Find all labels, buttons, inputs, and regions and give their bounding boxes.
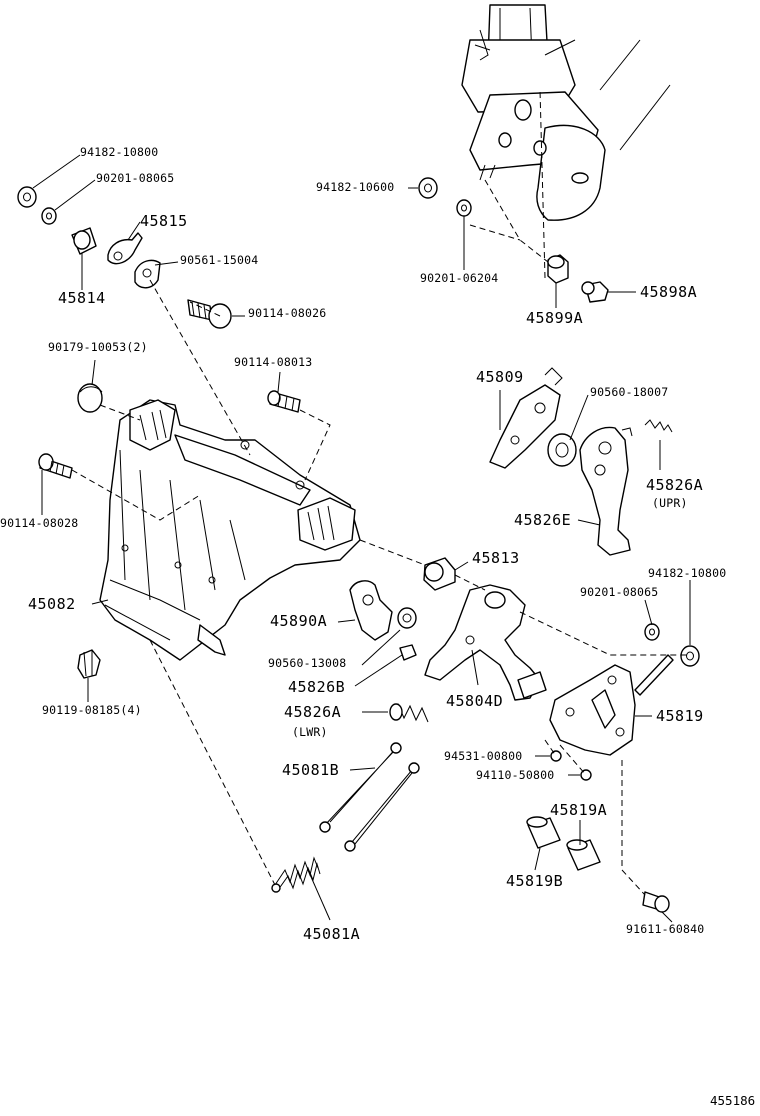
label-upr: (UPR) (652, 496, 688, 510)
main-bracket-drawing (99, 399, 361, 661)
label-90201-08065-right: 90201-08065 (580, 585, 659, 599)
right-parts-drawing (418, 177, 700, 913)
label-45826A-upr: 45826A (646, 476, 704, 494)
label-45819B: 45819B (506, 872, 564, 890)
label-45819: 45819 (656, 707, 704, 725)
steering-column-drawing (461, 4, 671, 221)
label-94110-50800: 94110-50800 (476, 768, 555, 782)
label-90561-15004: 90561-15004 (180, 253, 259, 267)
label-45815: 45815 (140, 212, 188, 230)
label-45826A-lwr: 45826A (284, 703, 342, 721)
springs-drawing (271, 742, 420, 893)
label-90201-08065-top: 90201-08065 (96, 171, 175, 185)
label-45826B: 45826B (288, 678, 346, 696)
label-90560-18007: 90560-18007 (590, 385, 669, 399)
label-91611-60840: 91611-60840 (626, 922, 705, 936)
label-94531-00800: 94531-00800 (444, 749, 523, 763)
label-45081A: 45081A (303, 925, 361, 943)
label-45814: 45814 (58, 289, 106, 307)
label-90114-08026: 90114-08026 (248, 306, 327, 320)
label-45809: 45809 (476, 368, 524, 386)
label-94182-10600: 94182-10600 (316, 180, 395, 194)
label-45899A: 45899A (526, 309, 584, 327)
label-94182-10800-top: 94182-10800 (80, 145, 159, 159)
label-45890A: 45890A (270, 612, 328, 630)
label-90201-06204: 90201-06204 (420, 271, 499, 285)
label-45826E: 45826E (514, 511, 572, 529)
label-45082: 45082 (28, 595, 76, 613)
label-lwr: (LWR) (292, 725, 328, 739)
label-45898A: 45898A (640, 283, 698, 301)
label-94182-10800-right: 94182-10800 (648, 566, 727, 580)
label-90560-13008: 90560-13008 (268, 656, 347, 670)
diagram-reference-number: 455186 (710, 1093, 756, 1108)
label-45819A: 45819A (550, 801, 608, 819)
label-45804D: 45804D (446, 692, 504, 710)
linkage-parts-drawing (349, 367, 673, 723)
label-90114-08013: 90114-08013 (234, 355, 313, 369)
label-90114-08028: 90114-08028 (0, 516, 79, 530)
label-45081B: 45081B (282, 761, 340, 779)
label-90119-08185: 90119-08185(4) (42, 703, 142, 717)
leader-lines (32, 154, 691, 923)
assembly-lines (71, 89, 690, 896)
label-45813: 45813 (472, 549, 520, 567)
label-90179-10053: 90179-10053(2) (48, 340, 148, 354)
